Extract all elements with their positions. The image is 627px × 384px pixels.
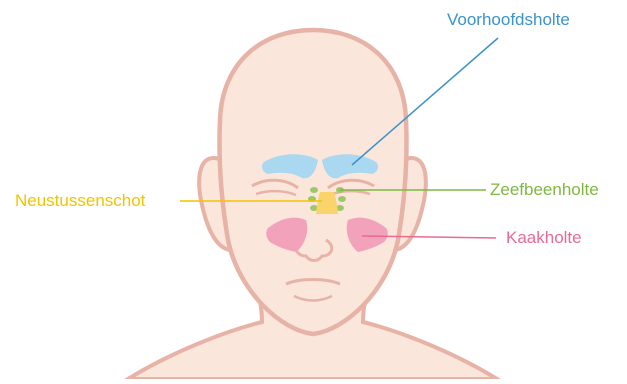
head	[219, 30, 406, 334]
label-ethmoid-sinus: Zeefbeenholte	[490, 180, 599, 200]
label-frontal-sinus: Voorhoofdsholte	[447, 10, 570, 30]
label-nasal-septum: Neustussenschot	[15, 191, 145, 211]
label-maxillary-sinus: Kaakholte	[506, 228, 582, 248]
septum	[316, 192, 338, 214]
